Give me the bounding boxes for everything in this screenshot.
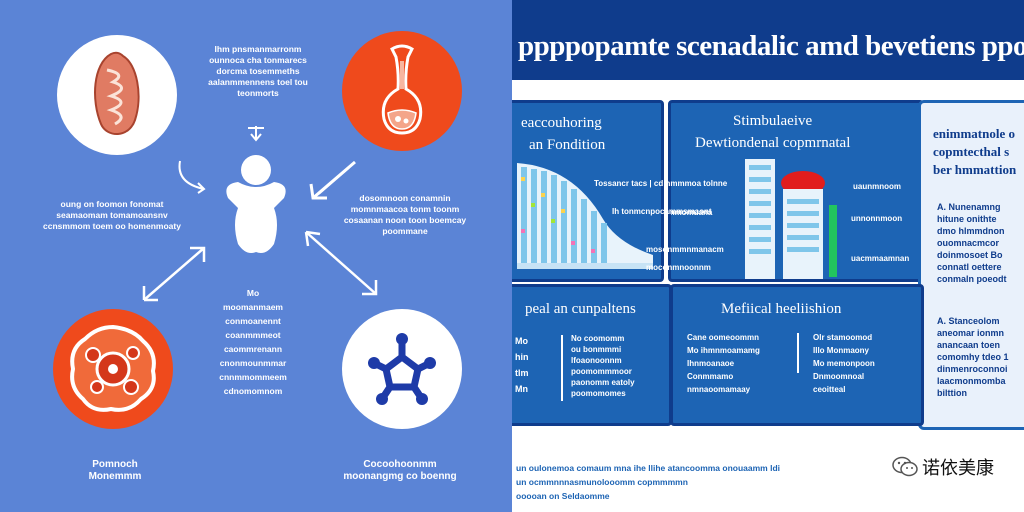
footer-line: ooooan on Seldaomme: [516, 491, 610, 501]
arrow-up-right-icon: [142, 246, 206, 302]
bottom-center-label: Mo moomanmaem conmoanennt coanmmmeot cao…: [219, 288, 287, 396]
column: Cane oomeoommn Mo ihmnmoamamg Ihnmoanaoe…: [687, 333, 760, 394]
card-title: Stimbulaeive: [733, 113, 813, 129]
card-complaints: peal an cunpaltens Mo hin tIm Mn No coom…: [512, 284, 672, 426]
cell-icon: [70, 324, 156, 412]
top-center-label: Ihm pnsmanmarronm ounnoca cha tonmarecs …: [208, 44, 308, 98]
page-title: ppppopamte scenadalic amd bevetiens ppop…: [518, 30, 1024, 62]
card-title: eaccouhoring: [521, 115, 602, 131]
bottom-right-label: Cocoohoonmm moonangmg co boenng: [343, 459, 457, 482]
card-title: peal an cunpaltens: [525, 301, 636, 317]
divider: [561, 335, 563, 401]
column: Mo hin tIm Mn: [515, 336, 529, 394]
card-title: Mefiical heeliishion: [721, 301, 842, 317]
watermark: 诺依美康: [892, 454, 994, 480]
mitochondria-circle: [57, 35, 177, 155]
note: Ih tonmcnpocammsmaont: [612, 207, 712, 216]
arrow-down-right-icon: [304, 230, 378, 296]
note: uacmmaamnan: [851, 254, 910, 263]
watermark-text: 诺依美康: [922, 458, 994, 479]
note: uaunmnoom: [853, 182, 901, 191]
card-information: enimmatnole o copmtecthal s ber hmmattio…: [918, 100, 1024, 430]
column: Olr stamoomod Illo Monmaony Mo memonpoon…: [813, 333, 875, 394]
card-subtitle: an Fondition: [529, 137, 606, 153]
header-bar: ppppopamte scenadalic amd bevetiens ppop…: [512, 0, 1024, 80]
mitochondria-icon: [94, 51, 140, 135]
note: Tossancr tacs | cd hmmmoa tolnne: [594, 179, 728, 188]
paragraph: A. Nunenamng hitune onithte dmo hlmmdnon…: [937, 202, 1007, 284]
footer-line: un oulonemoa comaum mna ihe llihe atanco…: [516, 463, 781, 473]
column-graphic-icon: [745, 159, 837, 279]
cell-circle: [53, 309, 173, 429]
arrow-curve-left-icon: [178, 160, 206, 194]
footer-line: un ocmmnnnasmunolooomm copmmmmn: [516, 477, 688, 487]
card-subtitle: Dewtiondenal copmrnatal: [695, 135, 851, 151]
mid-left-label: oung on foomon fonomat seamaomam tomamoa…: [43, 199, 181, 231]
divider: [797, 333, 799, 373]
person-icon: [226, 155, 286, 253]
arrow-diag-right-icon: [309, 160, 356, 200]
note: moconmnoonnm: [646, 263, 711, 272]
arrow-down-icon: [248, 126, 264, 142]
card-medical: Mefiical heeliishion Cane oomeoommn Mo i…: [670, 284, 924, 426]
bottom-left-label: Pomnoch Monemmm: [88, 459, 142, 482]
left-infographic-panel: Ihm pnsmanmarronm ounnoca cha tonmarecs …: [0, 0, 512, 512]
card-conditioning: eaccouhoring an Fondition: [512, 100, 664, 282]
right-infographic-panel: ppppopamte scenadalic amd bevetiens ppop…: [512, 0, 1024, 512]
bar-graphic-icon: [517, 163, 653, 269]
flask-icon: [381, 44, 423, 135]
paragraph: A. Stanceolom aneomar ionmn anancaan toe…: [937, 316, 1009, 398]
molecule-icon: [368, 333, 436, 405]
note: Ip boosmeemmomuana: [668, 208, 713, 217]
card-title: enimmatnole o copmtecthal s ber hmmattio…: [933, 126, 1017, 177]
mid-right-label: dosomnoon conamnin momnmaacoa tonm toonm…: [343, 193, 467, 236]
note: mosonmmnmanacm: [646, 245, 724, 254]
column: No coomomm ou bonmmmi Ifoaonoonnm poomom…: [571, 334, 635, 398]
wechat-icon: [892, 456, 918, 477]
note: unnonnmoon: [851, 214, 903, 223]
molecule-circle: [342, 309, 462, 429]
flask-circle: [342, 31, 462, 151]
